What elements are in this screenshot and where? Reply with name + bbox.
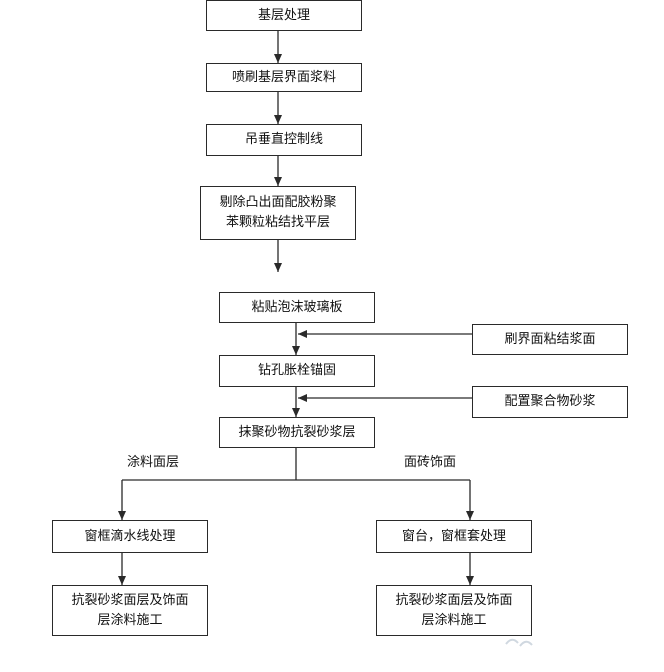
node-label: 抗裂砂浆面层及饰面 层涂料施工 (71, 592, 189, 628)
node-spray-interface: 喷刷基层界面浆料 (206, 63, 362, 92)
watermark-icon (505, 638, 533, 647)
branch-label-tile: 面砖饰面 (404, 455, 457, 470)
node-label: 吊垂直控制线 (244, 132, 323, 147)
node-label: 剔除凸出面配胶粉聚 苯颗粒粘结找平层 (219, 195, 337, 230)
node-label: 刷界面粘结浆面 (504, 331, 596, 347)
node-finish-coating-right: 抗裂砂浆面层及饰面 层涂料施工 (376, 585, 532, 636)
node-brush-interface: 刷界面粘结浆面 (472, 324, 628, 355)
node-label: 抹聚砂物抗裂砂浆层 (238, 424, 356, 440)
node-label: 钻孔胀栓锚固 (257, 363, 336, 378)
node-plaster-crack-resistant: 抹聚砂物抗裂砂浆层 (219, 417, 375, 448)
node-base-treatment: 基层处理 (206, 0, 362, 31)
node-window-drip-line: 窗框滴水线处理 (52, 520, 208, 553)
node-mix-mortar: 配置聚合物砂浆 (472, 386, 628, 418)
node-label: 抗裂砂浆面层及饰面 层涂料施工 (395, 592, 513, 628)
node-label: 窗框滴水线处理 (84, 528, 176, 544)
node-label: 配置聚合物砂浆 (504, 394, 596, 409)
node-finish-coating-left: 抗裂砂浆面层及饰面 层涂料施工 (52, 585, 208, 636)
node-plumb-line: 吊垂直控制线 (206, 124, 362, 156)
node-paste-foam-glass: 粘贴泡沫玻璃板 (219, 292, 375, 323)
node-window-sill: 窗台，窗框套处理 (376, 520, 532, 553)
node-label: 喷刷基层界面浆料 (231, 69, 336, 85)
node-label: 窗台，窗框套处理 (401, 528, 506, 544)
node-label: 粘贴泡沫玻璃板 (251, 299, 343, 315)
node-drill-anchor: 钻孔胀栓锚固 (219, 355, 375, 387)
node-label: 基层处理 (257, 7, 310, 23)
node-level-layer: 剔除凸出面配胶粉聚 苯颗粒粘结找平层 (200, 186, 356, 240)
branch-label-coating: 涂料面层 (127, 455, 180, 470)
